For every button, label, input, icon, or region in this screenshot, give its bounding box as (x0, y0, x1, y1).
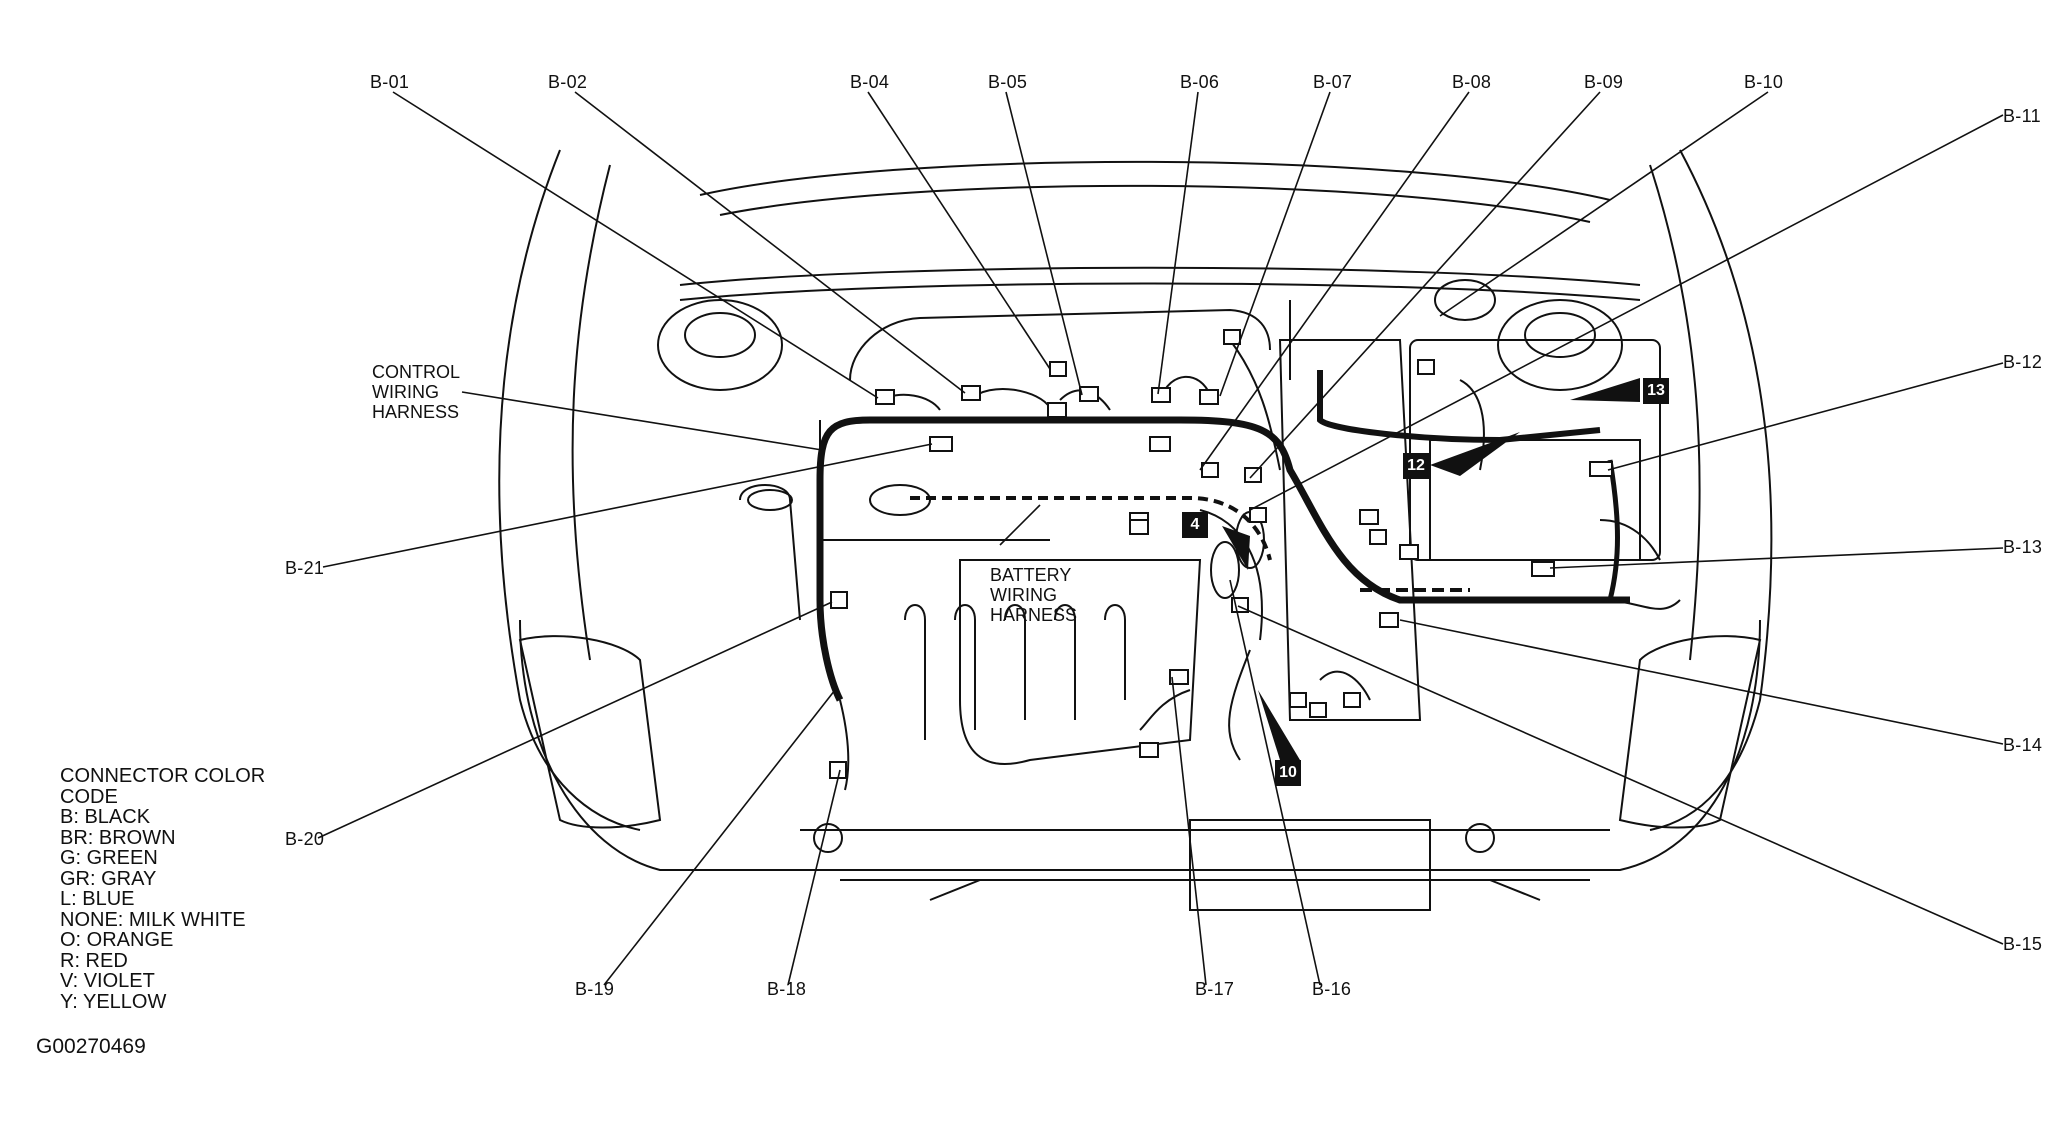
legend-item: V: VIOLET (60, 970, 155, 992)
label-b09: B-09 (1584, 72, 1624, 92)
label-b04: B-04 (850, 72, 890, 92)
badge-4: 4 (1182, 512, 1208, 538)
legend-item: G: GREEN (60, 847, 158, 869)
label-b18: B-18 (767, 979, 807, 999)
label-b17: B-17 (1195, 979, 1235, 999)
wiring-harness (816, 300, 1681, 791)
badge-pointers (1222, 378, 1640, 760)
legend-item: Y: YELLOW (60, 990, 167, 1013)
label-b14: B-14 (2003, 735, 2043, 755)
label-b15: B-15 (2003, 934, 2043, 954)
legend-item: GR: GRAY (60, 867, 157, 890)
legend-title-line-1: CONNECTOR COLOR (60, 765, 266, 787)
legend-item: B: BLACK (60, 806, 151, 828)
label-b01: B-01 (370, 72, 410, 92)
leader-lines (317, 91, 2004, 986)
label-b07: B-07 (1313, 72, 1353, 92)
label-b20: B-20 (285, 829, 325, 849)
label-b16: B-16 (1312, 979, 1352, 999)
label-b13: B-13 (2003, 537, 2043, 557)
legend-item: R: RED (60, 949, 128, 972)
legend-item: L: BLUE (60, 888, 135, 910)
label-b05: B-05 (988, 72, 1028, 92)
badge-10: 10 (1275, 760, 1301, 786)
legend-item: NONE: MILK WHITE (60, 908, 246, 931)
legend-title-line-2: CODE (60, 785, 118, 808)
battery-wiring-harness-label: BATTERY WIRING HARNESS (990, 565, 1078, 625)
vehicle-outline (498, 149, 1773, 911)
control-wiring-harness-label: CONTROL WIRING HARNESS (372, 362, 461, 422)
label-b02: B-02 (548, 72, 588, 92)
label-b21: B-21 (285, 558, 325, 578)
label-b06: B-06 (1180, 72, 1220, 92)
label-b08: B-08 (1452, 72, 1492, 92)
label-b10: B-10 (1744, 72, 1784, 92)
figure-id: G00270469 (36, 1035, 146, 1058)
connector-blocks (829, 329, 1613, 779)
label-b12: B-12 (2003, 352, 2043, 372)
legend-item: BR: BROWN (60, 826, 176, 849)
badge-13: 13 (1643, 378, 1669, 404)
label-b11: B-11 (2003, 106, 2041, 126)
label-b19: B-19 (575, 979, 615, 999)
legend-item: O: ORANGE (60, 929, 174, 951)
badge-12: 12 (1403, 453, 1429, 479)
connector-color-legend: CONNECTOR COLOR CODE B: BLACK BR: BROWN … (60, 766, 265, 1012)
